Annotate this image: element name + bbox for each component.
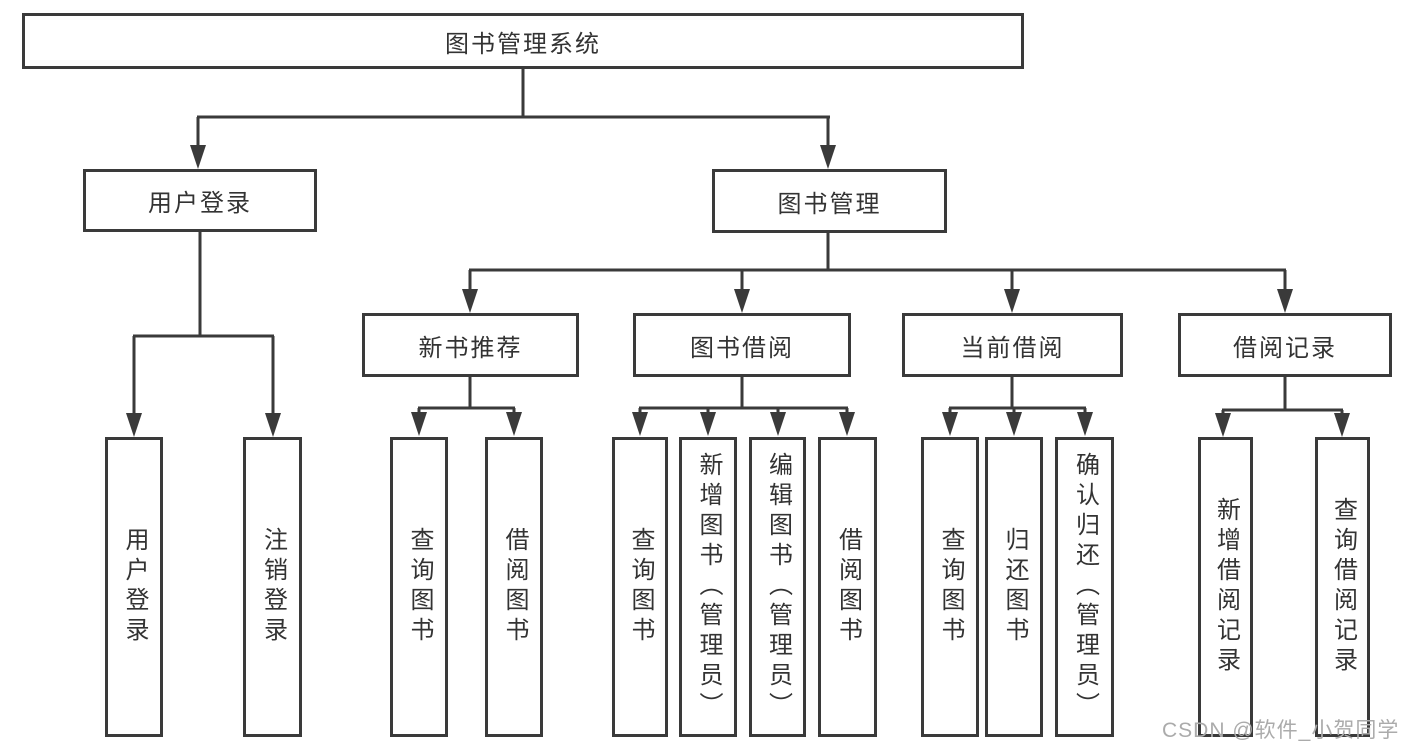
node-book-borrow: 图书借阅 — [633, 313, 851, 377]
node-book-borrow-label: 图书借阅 — [690, 334, 794, 362]
arrow-down-icon — [820, 145, 836, 169]
leaf-label: 编辑图书（管理员） — [764, 452, 792, 722]
leaf-label: 查询图书 — [937, 527, 964, 647]
leaf-label: 新增借阅记录 — [1212, 497, 1240, 677]
node-current-borrow: 当前借阅 — [902, 313, 1123, 377]
leaf-label: 查询借阅记录 — [1329, 497, 1357, 677]
arrow-down-icon — [632, 412, 648, 436]
arrow-down-icon — [770, 412, 786, 436]
arrow-down-icon — [1004, 289, 1020, 313]
edge-bookborrow-to-leaves — [638, 377, 849, 415]
node-borrow-records: 借阅记录 — [1178, 313, 1392, 377]
arrow-down-icon — [190, 145, 206, 169]
leaf-label: 归还图书 — [1001, 527, 1028, 647]
arrow-down-icon — [1077, 412, 1093, 436]
leaf-query-books-recommend: 查询图书 — [390, 437, 448, 737]
arrow-down-icon — [734, 289, 750, 313]
arrow-down-icon — [411, 412, 427, 436]
arrow-down-icon — [1006, 412, 1022, 436]
leaf-label: 查询图书 — [406, 527, 433, 647]
arrow-down-icon — [265, 413, 281, 437]
arrow-down-icon — [839, 412, 855, 436]
edge-newbook-to-leaves — [417, 377, 516, 415]
leaf-label: 查询图书 — [627, 527, 654, 647]
leaf-label: 确认归还（管理员） — [1071, 452, 1099, 722]
leaf-logout: 注销登录 — [243, 437, 302, 737]
leaf-label: 借阅图书 — [834, 527, 862, 647]
leaf-confirm-return-admin: 确认归还（管理员） — [1055, 437, 1114, 737]
arrow-down-icon — [462, 289, 478, 313]
csdn-watermark: CSDN @软件_小贺同学 — [1162, 719, 1400, 742]
arrow-down-icon — [700, 412, 716, 436]
arrow-down-icon — [1215, 413, 1231, 437]
node-root-label: 图书管理系统 — [445, 30, 601, 58]
edge-records-to-leaves — [1221, 377, 1344, 416]
node-borrow-records-label: 借阅记录 — [1233, 334, 1337, 362]
leaf-user-login: 用户登录 — [105, 437, 163, 737]
node-user-login-label: 用户登录 — [148, 190, 252, 217]
leaf-label: 注销登录 — [259, 527, 287, 647]
leaf-return-books: 归还图书 — [985, 437, 1043, 737]
leaf-query-borrow-record: 查询借阅记录 — [1315, 437, 1370, 737]
edge-currentborrow-to-leaves — [948, 377, 1087, 415]
leaf-borrow-books-recommend: 借阅图书 — [485, 437, 543, 737]
node-current-borrow-label: 当前借阅 — [960, 334, 1065, 362]
node-user-login: 用户登录 — [83, 169, 317, 232]
leaf-add-borrow-record: 新增借阅记录 — [1198, 437, 1253, 737]
arrow-down-icon — [506, 412, 522, 436]
edge-bookmgmt-to-level3 — [468, 233, 1287, 292]
edge-userlogin-to-leaves — [132, 232, 275, 416]
arrow-down-icon — [942, 412, 958, 436]
edge-root-to-level2 — [196, 69, 830, 150]
node-new-book-recommend-label: 新书推荐 — [418, 334, 523, 362]
node-book-management-label: 图书管理 — [777, 190, 882, 218]
leaf-label: 用户登录 — [121, 527, 148, 647]
leaf-borrow-books: 借阅图书 — [818, 437, 877, 737]
leaf-label: 借阅图书 — [501, 527, 528, 647]
leaf-edit-books-admin: 编辑图书（管理员） — [749, 437, 806, 737]
node-book-management: 图书管理 — [712, 169, 947, 233]
leaf-add-books-admin: 新增图书（管理员） — [679, 437, 737, 737]
leaf-label: 新增图书（管理员） — [695, 452, 722, 722]
node-new-book-recommend: 新书推荐 — [362, 313, 579, 377]
arrow-down-icon — [1277, 289, 1293, 313]
node-root: 图书管理系统 — [22, 13, 1024, 69]
arrow-down-icon — [1334, 413, 1350, 437]
arrow-down-icon — [126, 413, 142, 437]
leaf-query-books-borrow: 查询图书 — [612, 437, 668, 737]
leaf-query-books-current: 查询图书 — [921, 437, 979, 737]
